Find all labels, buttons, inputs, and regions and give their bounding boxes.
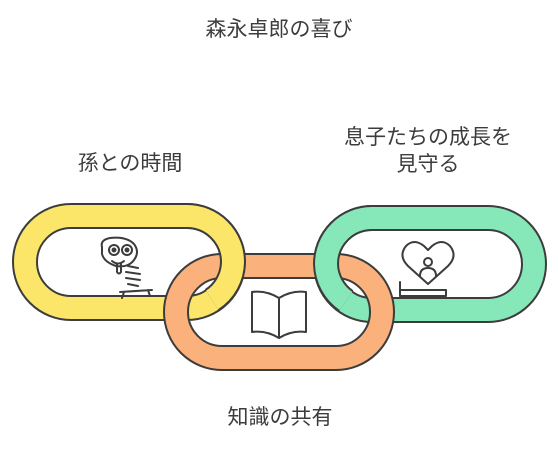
heart-person-icon bbox=[399, 241, 455, 297]
playful-creature-icon bbox=[100, 236, 153, 299]
open-book-icon bbox=[251, 290, 307, 339]
link-label-left: 孫との時間 bbox=[77, 151, 183, 175]
chain-link-middle bbox=[163, 253, 395, 371]
link-label-right-line1: 息子たちの成長を bbox=[344, 125, 512, 149]
chain-link-right-overlap bbox=[312, 205, 373, 312]
link-label-right-line2: 見守る bbox=[396, 152, 460, 176]
chain-link-left-overlap bbox=[186, 203, 247, 311]
link-label-middle: 知識の共有 bbox=[227, 405, 333, 429]
diagram-title: 森永卓郎の喜び bbox=[205, 17, 353, 41]
